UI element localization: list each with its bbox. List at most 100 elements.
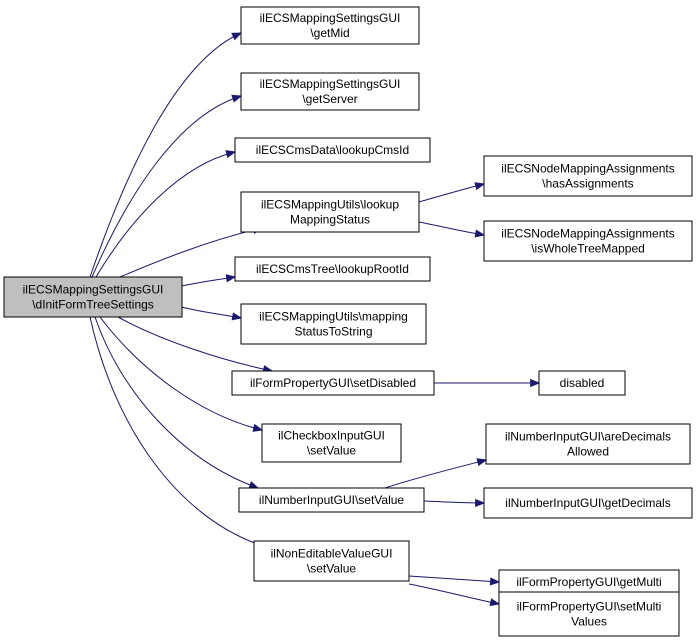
node-checkboxSetValue[interactable]: ilCheckboxInputGUI\setValue bbox=[261, 423, 402, 463]
node-label-line: Values bbox=[571, 615, 607, 629]
node-label-line: ilFormPropertyGUI\setMulti bbox=[517, 600, 662, 614]
edge-line bbox=[89, 32, 242, 278]
node-lookupCmsId[interactable]: ilECSCmsData\lookupCmsId bbox=[234, 137, 431, 163]
node-box bbox=[234, 137, 431, 163]
node-label-line: \getMid bbox=[310, 26, 349, 40]
edge-root-to-nonEditableSetValue bbox=[89, 316, 268, 549]
node-label-line: ilNumberInputGUI\getDecimals bbox=[505, 496, 670, 510]
edge-nonEditableSetValue-to-getMulti bbox=[408, 575, 501, 586]
node-box bbox=[261, 423, 402, 463]
edge-arrowhead bbox=[225, 150, 237, 159]
node-label-line: \setValue bbox=[307, 562, 356, 576]
node-label-line: ilECSMappingSettingsGUI bbox=[260, 77, 401, 91]
edge-line bbox=[89, 316, 267, 548]
edge-line bbox=[408, 575, 500, 583]
edge-arrowhead bbox=[248, 481, 260, 489]
edge-root-to-checkboxSetValue bbox=[99, 316, 264, 432]
node-label-line: ilECSMappingUtils\lookup bbox=[261, 198, 399, 212]
node-lookupRootId[interactable]: ilECSCmsTree\lookupRootId bbox=[234, 256, 431, 282]
edge-line bbox=[181, 306, 242, 319]
node-label-line: ilECSCmsData\lookupCmsId bbox=[256, 143, 409, 157]
node-label-line: ilECSMappingSettingsGUI bbox=[260, 11, 401, 25]
edge-line bbox=[94, 316, 259, 489]
node-label-line: ilFormPropertyGUI\getMulti bbox=[516, 575, 661, 589]
node-box bbox=[485, 423, 691, 465]
edge-lookupMappingStatus-to-hasAssignments bbox=[418, 182, 486, 203]
node-box bbox=[240, 191, 420, 233]
edge-line bbox=[117, 316, 273, 372]
edge-arrowhead bbox=[475, 498, 486, 508]
node-label-line: \setValue bbox=[307, 444, 356, 458]
edge-root-to-lookupRootId bbox=[181, 274, 237, 287]
node-label-line: ilECSNodeMappingAssignments bbox=[501, 162, 674, 176]
edge-nonEditableSetValue-to-setMultiValues bbox=[408, 583, 501, 607]
node-label-line: ilNumberInputGUI\areDecimals bbox=[505, 430, 671, 444]
edge-arrowhead bbox=[530, 378, 541, 388]
node-label-line: ilCheckboxInputGUI bbox=[278, 429, 385, 443]
edge-line bbox=[408, 583, 500, 605]
node-getMulti[interactable]: ilFormPropertyGUI\getMulti bbox=[498, 569, 680, 595]
node-box bbox=[238, 487, 425, 513]
node-label-line: ilECSCmsTree\lookupRootId bbox=[256, 262, 409, 276]
node-label-line: ilNumberInputGUI\setValue bbox=[259, 493, 405, 507]
node-root: ilECSMappingSettingsGUI\dInitFormTreeSet… bbox=[3, 276, 183, 318]
edge-arrowhead bbox=[476, 458, 488, 467]
node-label-line: ilNonEditableValueGUI bbox=[271, 547, 393, 561]
edge-arrowhead bbox=[252, 423, 264, 432]
edge-arrowhead bbox=[231, 312, 243, 321]
node-box bbox=[483, 155, 693, 197]
edge-root-to-getMid bbox=[89, 32, 243, 278]
edge-line bbox=[99, 316, 263, 431]
edge-line bbox=[95, 151, 236, 278]
edge-numberSetValue-to-getDecimals bbox=[423, 498, 486, 508]
node-numberSetValue[interactable]: ilNumberInputGUI\setValue bbox=[238, 487, 425, 513]
node-label-line: disabled bbox=[560, 376, 605, 390]
edge-root-to-mappingStatusToString bbox=[181, 306, 243, 321]
node-getServer[interactable]: ilECSMappingSettingsGUI\getServer bbox=[240, 72, 420, 111]
node-box bbox=[240, 72, 420, 111]
node-disabled[interactable]: disabled bbox=[538, 370, 626, 396]
node-box bbox=[483, 487, 693, 519]
edge-root-to-lookupCmsId bbox=[95, 150, 237, 278]
node-box bbox=[240, 303, 427, 345]
edge-arrowhead bbox=[489, 577, 501, 586]
edge-numberSetValue-to-areDecimalsAllowed bbox=[384, 458, 488, 489]
node-label-line: ilECSNodeMappingAssignments bbox=[501, 227, 674, 241]
node-label-line: StatusToString bbox=[294, 325, 372, 339]
node-setDisabled[interactable]: ilFormPropertyGUI\setDisabled bbox=[231, 370, 435, 396]
edge-line bbox=[423, 500, 485, 504]
edge-arrowhead bbox=[231, 32, 243, 41]
node-label-line: \hasAssignments bbox=[542, 177, 633, 191]
node-nonEditableSetValue[interactable]: ilNonEditableValueGUI\setValue bbox=[253, 540, 410, 582]
node-getMid[interactable]: ilECSMappingSettingsGUI\getMid bbox=[240, 6, 420, 45]
node-label-line: \getServer bbox=[302, 92, 357, 106]
node-label-line: ilFormPropertyGUI\setDisabled bbox=[250, 376, 416, 390]
node-box bbox=[538, 370, 626, 396]
node-hasAssignments[interactable]: ilECSNodeMappingAssignments\hasAssignmen… bbox=[483, 155, 693, 197]
node-getDecimals[interactable]: ilNumberInputGUI\getDecimals bbox=[483, 487, 693, 519]
node-label-line: ilECSMappingUtils\mapping bbox=[259, 310, 408, 324]
edge-arrowhead bbox=[489, 598, 501, 607]
node-box bbox=[234, 256, 431, 282]
edge-line bbox=[418, 183, 485, 203]
node-box bbox=[3, 276, 183, 318]
node-box bbox=[231, 370, 435, 396]
node-label-line: \isWholeTreeMapped bbox=[531, 242, 645, 256]
edge-lookupMappingStatus-to-isWholeTreeMapped bbox=[418, 221, 486, 238]
node-isWholeTreeMapped[interactable]: ilECSNodeMappingAssignments\isWholeTreeM… bbox=[483, 220, 693, 262]
edge-root-to-getServer bbox=[91, 94, 243, 278]
node-label-line: Allowed bbox=[567, 445, 609, 459]
node-box bbox=[483, 220, 693, 262]
edge-line bbox=[418, 221, 485, 236]
edge-line bbox=[384, 459, 487, 489]
edge-arrowhead bbox=[474, 229, 486, 238]
node-label-line: MappingStatus bbox=[290, 213, 370, 227]
edge-arrowhead bbox=[474, 182, 486, 191]
node-label-line: ilECSMappingSettingsGUI bbox=[23, 283, 164, 297]
